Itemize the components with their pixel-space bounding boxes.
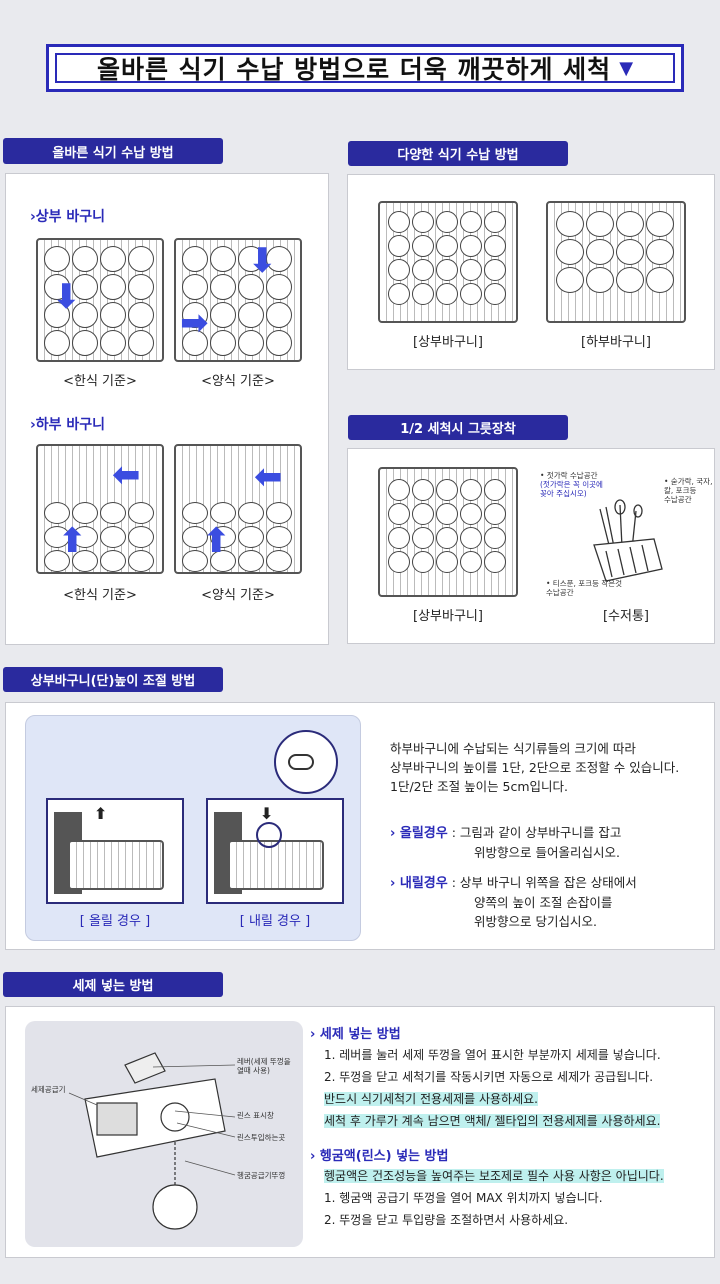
raise-instruction: › 올릴경우 : 그림과 같이 상부바구니를 잡고 위방향으로 들어올리십시오. bbox=[390, 825, 622, 860]
height-pill: 상부바구니(단)높이 조절 방법 bbox=[3, 667, 223, 692]
arrow-up-icon: ⬆ bbox=[94, 804, 108, 823]
storage-pill: 올바른 식기 수납 방법 bbox=[3, 138, 223, 164]
chevron-right-icon: › bbox=[310, 1027, 320, 1042]
detergent-illustration-box: 세제공급기 레버(세제 뚜껑을 열때 사용) 린스 표시창 린스투입하는곳 헹굼… bbox=[25, 1021, 303, 1247]
lower-western-rack: ⬅ ⬆ bbox=[174, 444, 302, 574]
detergent-note-2: 세척 후 가루가 계속 남으면 액체/ 젤타입의 전용세제를 사용하세요. bbox=[324, 1114, 661, 1128]
lower-western-caption: <양식 기준> bbox=[201, 588, 275, 603]
chevron-right-icon: › bbox=[310, 1149, 320, 1164]
lower-illustration: ⬇ bbox=[206, 798, 344, 904]
zoom-handle-illustration bbox=[274, 730, 338, 794]
detergent-dispenser-illustration bbox=[68, 1052, 236, 1230]
height-panel: ⬆ ⬇ [ 올릴 경우 ] [ 내릴 경우 ] 하부바구니에 수납되는 식기류들… bbox=[5, 702, 715, 950]
upper-western-rack: ⬇ ➡ bbox=[174, 238, 302, 362]
various-panel: [상부바구니] [하부바구니] bbox=[347, 174, 715, 370]
half-upper-rack bbox=[378, 467, 518, 597]
detergent-heading: › 세제 넣는 방법 bbox=[310, 1027, 401, 1042]
various-upper-caption: [상부바구니] bbox=[413, 335, 483, 350]
half-upper-caption: [상부바구니] bbox=[413, 609, 483, 624]
lower-instruction: › 내릴경우 : 상부 바구니 위쪽을 잡은 상태에서 양쪽의 높이 조절 손잡… bbox=[390, 875, 637, 929]
arrow-left-icon: ⬅ bbox=[254, 457, 283, 497]
half-cutlery-caption: [수저통] bbox=[602, 609, 650, 624]
upper-korean-rack: ⬇ bbox=[36, 238, 164, 362]
upper-basket-label: ›상부 바구니 bbox=[30, 209, 106, 225]
various-upper-rack bbox=[378, 201, 518, 323]
rinse-step-2: 2. 뚜껑을 닫고 투입량을 조절하면서 사용하세요. bbox=[324, 1213, 569, 1227]
label-rinse-inlet: 린스투입하는곳 bbox=[237, 1133, 286, 1142]
upper-korean-caption: <한식 기준> bbox=[63, 374, 137, 389]
arrow-up-icon: ⬆ bbox=[58, 521, 87, 561]
storage-panel: ›상부 바구니 ⬇ ⬇ ➡ <한식 기준> <양식 기준> ›하부 바구니 bbox=[5, 173, 329, 645]
various-lower-caption: [하부바구니] bbox=[581, 335, 651, 350]
arrow-left-icon: ⬅ bbox=[112, 455, 141, 495]
rinse-heading: › 헹굼액(린스) 넣는 방법 bbox=[310, 1149, 449, 1164]
note-teaspoons: • 티스푼, 포크등 작은것 수납공간 bbox=[546, 579, 623, 597]
arrow-down-icon: ⬇ bbox=[260, 804, 274, 823]
height-description: 하부바구니에 수납되는 식기류들의 크기에 따라 상부바구니의 높이를 1단, … bbox=[390, 741, 680, 794]
detergent-instructions: › 세제 넣는 방법 1. 레버를 눌러 세제 뚜껑을 열어 표시한 부분까지 … bbox=[310, 1023, 714, 1230]
lower-korean-caption: <한식 기준> bbox=[63, 588, 137, 603]
raise-illustration: ⬆ bbox=[46, 798, 184, 904]
chevron-right-icon: › bbox=[30, 417, 36, 433]
lower-basket-label: ›하부 바구니 bbox=[30, 417, 106, 433]
detergent-step-1: 1. 레버를 눌러 세제 뚜껑을 열어 표시한 부분까지 세제를 넣습니다. bbox=[324, 1048, 661, 1062]
cutlery-basket-illustration bbox=[593, 499, 663, 582]
detergent-step-2: 2. 뚜껑을 닫고 세척기를 작동시키면 자동으로 세제가 공급됩니다. bbox=[324, 1070, 654, 1084]
arrow-down-icon: ⬇ bbox=[52, 277, 81, 317]
lower-korean-rack: ⬅ ⬆ bbox=[36, 444, 164, 574]
label-lever: 레버(세제 뚜껑을 열때 사용) bbox=[237, 1057, 291, 1075]
arrow-up-icon: ⬆ bbox=[202, 521, 231, 561]
arrow-right-icon: ➡ bbox=[180, 303, 209, 343]
rinse-note: 헹굼액은 건조성능을 높여주는 보조제로 필수 사용 사항은 아닙니다. bbox=[324, 1169, 664, 1183]
label-rinse-cap: 헹굼공급기뚜껑 bbox=[237, 1171, 286, 1180]
chevron-right-icon: › bbox=[390, 826, 400, 841]
raise-caption: [ 올릴 경우 ] bbox=[79, 914, 151, 929]
note-chopsticks: • 젓가락 수납공간 (젓가락은 꼭 이곳에 꽂아 주십시오) bbox=[540, 471, 603, 498]
triangle-down-icon: ▼ bbox=[619, 57, 634, 79]
detergent-pill: 세제 넣는 방법 bbox=[3, 972, 223, 997]
detergent-note-1: 반드시 식기세척기 전용세제를 사용하세요. bbox=[324, 1092, 538, 1106]
detergent-panel: 세제공급기 레버(세제 뚜껑을 열때 사용) 린스 표시창 린스투입하는곳 헹굼… bbox=[5, 1006, 715, 1258]
half-pill: 1/2 세척시 그릇장착 bbox=[348, 415, 568, 440]
upper-western-caption: <양식 기준> bbox=[201, 374, 275, 389]
lower-caption: [ 내릴 경우 ] bbox=[239, 914, 311, 929]
page-title: 올바른 식기 수납 방법으로 더욱 깨끗하게 세척 bbox=[96, 55, 612, 84]
note-spoons: • 숟가락, 국자, 칼, 포크등 수납공간 bbox=[664, 477, 713, 504]
half-panel: • 젓가락 수납공간 (젓가락은 꼭 이곳에 꽂아 주십시오) • 숟가락, 국… bbox=[347, 448, 715, 644]
various-pill: 다양한 식기 수납 방법 bbox=[348, 141, 568, 166]
rinse-step-1: 1. 헹굼액 공급기 뚜껑을 열어 MAX 위치까지 넣습니다. bbox=[324, 1191, 603, 1205]
page-title-box: 올바른 식기 수납 방법으로 더욱 깨끗하게 세척 ▼ bbox=[43, 41, 687, 95]
arrow-down-icon: ⬇ bbox=[248, 241, 277, 281]
various-lower-rack bbox=[546, 201, 686, 323]
height-illustration-box: ⬆ ⬇ [ 올릴 경우 ] [ 내릴 경우 ] bbox=[25, 715, 361, 941]
label-rinse-window: 린스 표시창 bbox=[237, 1111, 274, 1120]
label-detergent-supply: 세제공급기 bbox=[31, 1085, 66, 1094]
chevron-right-icon: › bbox=[30, 209, 36, 225]
chevron-right-icon: › bbox=[390, 876, 400, 891]
